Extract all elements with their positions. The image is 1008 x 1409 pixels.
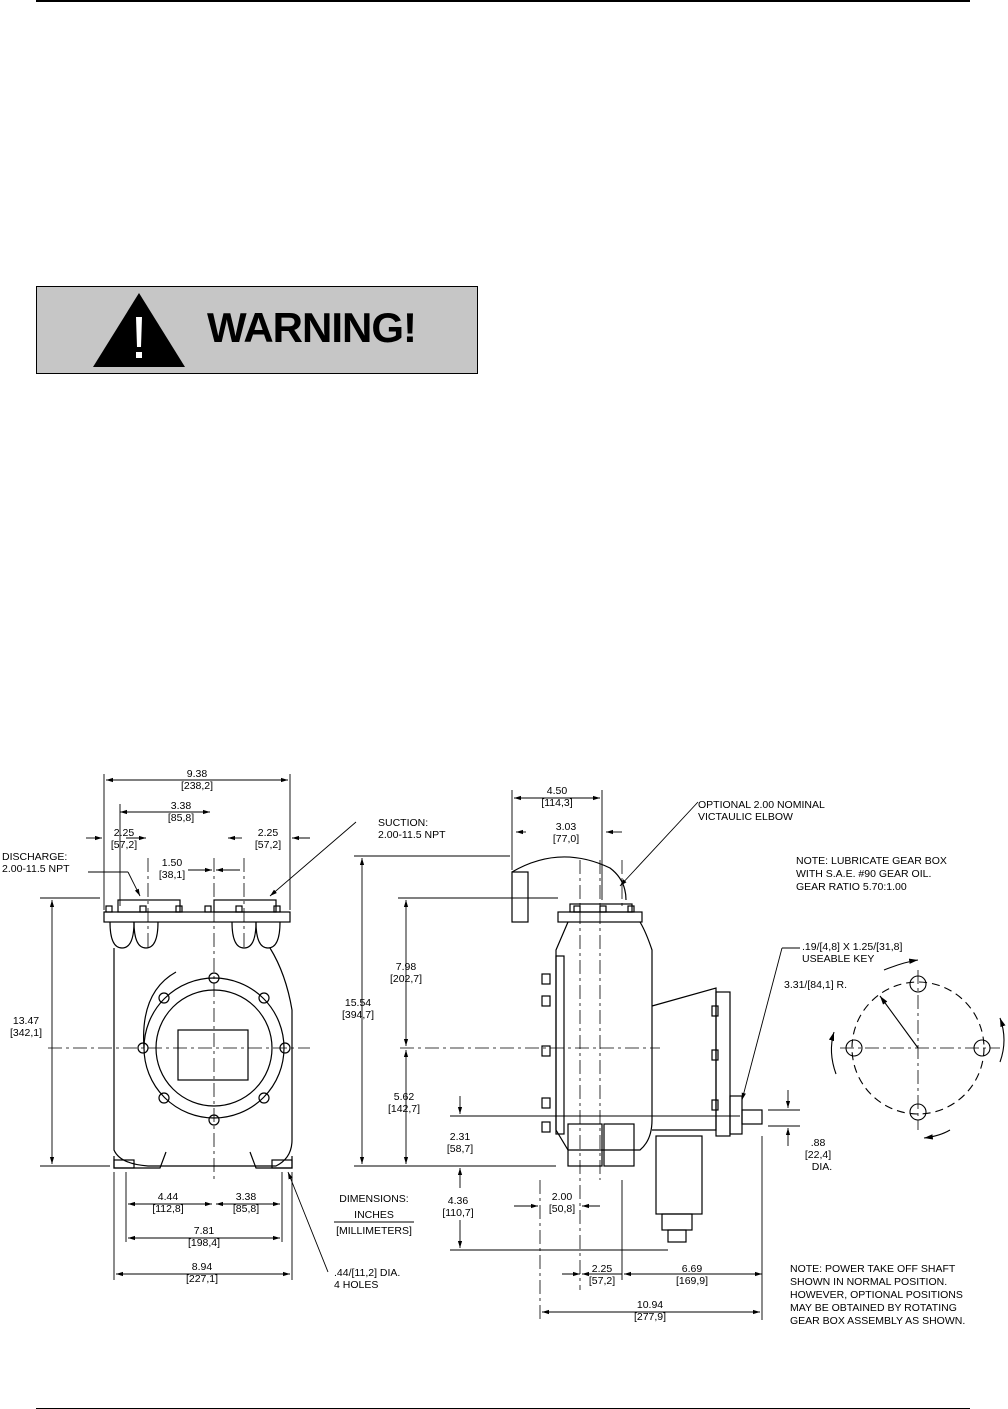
warning-title: WARNING! [207,304,417,351]
dim-elbow-offset: 3.03 [556,821,577,833]
suction-label: SUCTION: [378,817,428,829]
dim-base-offset: 2.00 [552,1191,573,1203]
dim-overall-width: 9.38 [187,768,208,780]
dim-height: 13.47 [13,1015,39,1027]
lube-note: NOTE: LUBRICATE GEAR BOX WITH S.A.E. #90… [796,855,947,893]
dim-side-base-width: 2.25 [592,1263,613,1275]
svg-text:[58,7]: [58,7] [447,1143,473,1155]
svg-text:SHOWN IN NORMAL POSITION.: SHOWN IN NORMAL POSITION. [790,1276,947,1288]
dim-port-spacing: 3.38 [171,800,192,812]
svg-text:DIMENSIONS:: DIMENSIONS: [339,1193,408,1205]
svg-text:[22,4]: [22,4] [805,1149,831,1161]
dim-base-right: 3.38 [236,1191,257,1203]
svg-text:NOTE: POWER TAKE OFF SHAFT: NOTE: POWER TAKE OFF SHAFT [790,1263,956,1275]
front-dimensions [40,774,357,1280]
dim-shaft-length: 6.69 [682,1263,703,1275]
side-callouts: OPTIONAL 2.00 NOMINAL VICTAULIC ELBOW .1… [698,799,902,991]
mounting-holes-label: .44/[11,2] DIA. [334,1267,400,1279]
svg-text:2.00-11.5 NPT: 2.00-11.5 NPT [378,829,446,841]
svg-text:[227,1]: [227,1] [186,1273,218,1285]
svg-text:[50,8]: [50,8] [549,1203,575,1215]
svg-text:[85,8]: [85,8] [233,1203,259,1215]
dim-base-left: 4.44 [158,1191,179,1203]
dim-gearbox-drop: 4.36 [448,1195,469,1207]
svg-text:[110,7]: [110,7] [442,1207,473,1219]
key-label: .19/[4,8] X 1.25/[31,8] [802,941,902,953]
pump-dimension-drawing: 9.38 [238,2] 3.38 [85,8] 2.25 [57,2] 2.2… [2,768,1006,1327]
dim-base-holes: 7.81 [194,1225,215,1237]
svg-text:[MILLIMETERS]: [MILLIMETERS] [336,1225,412,1237]
svg-text:NOTE: LUBRICATE GEAR BOX: NOTE: LUBRICATE GEAR BOX [796,855,947,867]
svg-text:[202,7]: [202,7] [390,973,422,985]
svg-text:[57,2]: [57,2] [589,1275,615,1287]
svg-text:INCHES: INCHES [354,1209,394,1221]
gearbox-rotation-view [828,958,1006,1140]
svg-text:[277,9]: [277,9] [634,1311,666,1323]
dim-overall-length: 10.94 [637,1299,663,1311]
svg-text:HOWEVER, OPTIONAL POSITIONS: HOWEVER, OPTIONAL POSITIONS [790,1289,963,1301]
svg-text:DIA.: DIA. [812,1161,832,1173]
warning-triangle-icon [93,293,185,367]
svg-text:[114,3]: [114,3] [541,797,572,809]
front-labels: 9.38 [238,2] 3.38 [85,8] 2.25 [57,2] 2.2… [10,768,281,1285]
svg-text:[77,0]: [77,0] [553,833,579,845]
svg-text:[342,1]: [342,1] [10,1027,42,1039]
radius-label: 3.31/[84,1] R. [784,979,847,991]
svg-text:2.00-11.5 NPT: 2.00-11.5 NPT [2,863,70,875]
svg-text:[198,4]: [198,4] [188,1237,220,1249]
side-view [400,856,763,1320]
svg-text:VICTAULIC ELBOW: VICTAULIC ELBOW [698,811,793,823]
dim-shaft-height: 2.31 [450,1131,471,1143]
svg-text:[394,7]: [394,7] [342,1009,374,1021]
svg-text:[85,8]: [85,8] [168,812,194,824]
svg-text:4 HOLES: 4 HOLES [334,1279,378,1291]
dim-discharge-offset: 2.25 [114,827,135,839]
svg-text:USEABLE KEY: USEABLE KEY [802,953,874,965]
front-view [48,858,310,1180]
svg-text:[238,2]: [238,2] [181,780,213,792]
dim-base-width: 8.94 [192,1261,213,1273]
svg-text:GEAR RATIO 5.70:1.00: GEAR RATIO 5.70:1.00 [796,881,907,893]
svg-text:[169,9]: [169,9] [676,1275,708,1287]
discharge-label: DISCHARGE: [2,851,67,863]
svg-text:GEAR BOX ASSEMBLY AS SHOWN.: GEAR BOX ASSEMBLY AS SHOWN. [790,1315,965,1327]
dim-upper-height: 7.98 [396,961,417,973]
dim-shaft-dia: .88 [811,1137,826,1149]
svg-text:[112,8]: [112,8] [152,1203,183,1215]
svg-text:[38,1]: [38,1] [159,869,185,881]
pto-note: NOTE: POWER TAKE OFF SHAFT SHOWN IN NORM… [790,1263,965,1327]
header-rule [36,0,970,2]
svg-text:[57,2]: [57,2] [111,839,137,851]
side-dimensions [354,790,800,1320]
dim-center-offset: 1.50 [162,857,183,869]
front-callouts: DISCHARGE: 2.00-11.5 NPT SUCTION: 2.00-1… [2,817,446,1291]
dim-suction-offset: 2.25 [258,827,279,839]
elbow-note: OPTIONAL 2.00 NOMINAL [698,799,825,811]
dim-top-width: 4.50 [547,785,568,797]
svg-text:WITH S.A.E. #90 GEAR OIL.: WITH S.A.E. #90 GEAR OIL. [796,868,931,880]
side-labels: 4.50 [114,3] 3.03 [77,0] 15.54 [394,7] 7… [342,785,832,1323]
dim-lower-height: 5.62 [394,1091,415,1103]
svg-text:MAY BE OBTAINED BY ROTATING: MAY BE OBTAINED BY ROTATING [790,1302,957,1314]
svg-text:[142,7]: [142,7] [388,1103,420,1115]
warning-banner: WARNING! [36,286,478,374]
dimensions-legend: DIMENSIONS: INCHES [MILLIMETERS] [334,1193,414,1237]
svg-text:[57,2]: [57,2] [255,839,281,851]
dim-overall-height: 15.54 [345,997,371,1009]
